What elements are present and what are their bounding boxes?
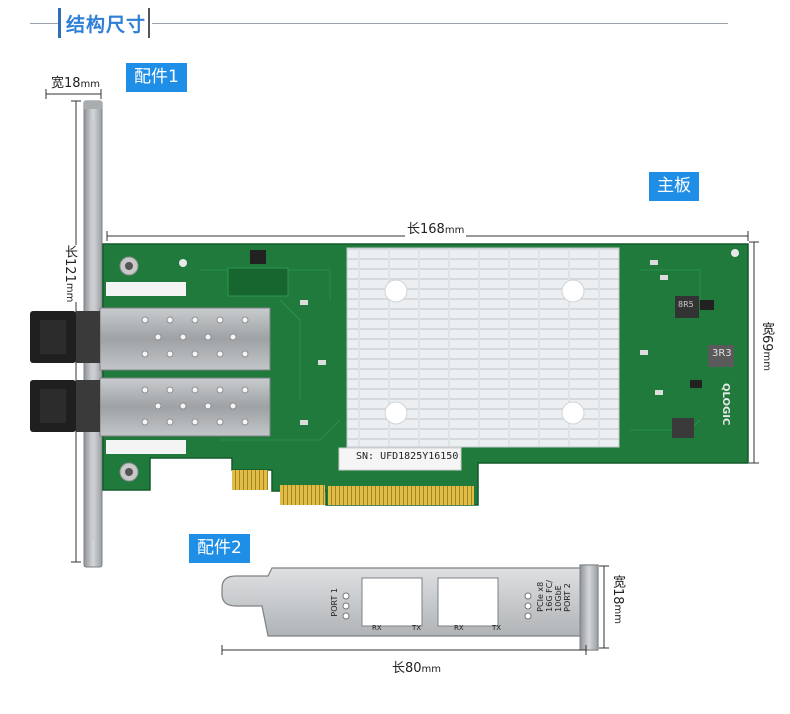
bracket1-width-label: 宽18mm xyxy=(51,76,101,91)
board-length-label: 长168mm xyxy=(405,218,467,237)
port1-engraving: PORT 1 xyxy=(330,588,339,617)
rx-engraving-2: RX xyxy=(454,624,464,632)
board-width-dimension xyxy=(749,241,759,464)
bracket2-width-dimension xyxy=(599,565,609,649)
sfp-cage-bottom xyxy=(30,377,271,437)
gold-fingers-long xyxy=(328,486,474,505)
heatsink xyxy=(346,247,620,448)
header-rule-right xyxy=(152,23,728,24)
header-rule-left xyxy=(30,23,58,24)
chip-marking: 8R5 xyxy=(678,300,694,309)
gold-fingers-short xyxy=(232,470,268,490)
gold-fingers-mid xyxy=(280,485,325,505)
bracket1-width-dimension xyxy=(45,89,102,99)
header-tick-right xyxy=(148,8,150,38)
accessory1-tag: 配件1 xyxy=(126,63,187,92)
tx-engraving-1: TX xyxy=(412,624,422,632)
bracket2-length-label: 长80mm xyxy=(392,661,442,676)
spec-engraving: PCIe x8 16G FC/ 10GbE PORT 2 xyxy=(536,580,572,612)
serial-number-text: SN: UFD1825Y16150 xyxy=(356,451,459,462)
serial-label xyxy=(338,447,462,471)
low-profile-bracket xyxy=(221,564,599,651)
inductor-marking: 3R3 xyxy=(712,348,732,359)
tx-engraving-2: TX xyxy=(492,624,502,632)
bracket2-width-label: 宽18mm xyxy=(610,575,625,625)
board-width-label: 宽69mm xyxy=(759,322,774,372)
section-title: 结构尺寸 xyxy=(66,14,147,36)
rx-engraving-1: RX xyxy=(372,624,382,632)
qlogic-logo: QLOGIC xyxy=(720,383,731,426)
mainboard-tag: 主板 xyxy=(649,172,699,201)
header-tick-left xyxy=(58,8,61,38)
bracket1-length-label: 长121mm xyxy=(60,245,79,303)
sfp-cage-top xyxy=(30,307,271,371)
bracket2-length-dimension xyxy=(221,645,587,655)
accessory2-tag: 配件2 xyxy=(189,534,250,563)
